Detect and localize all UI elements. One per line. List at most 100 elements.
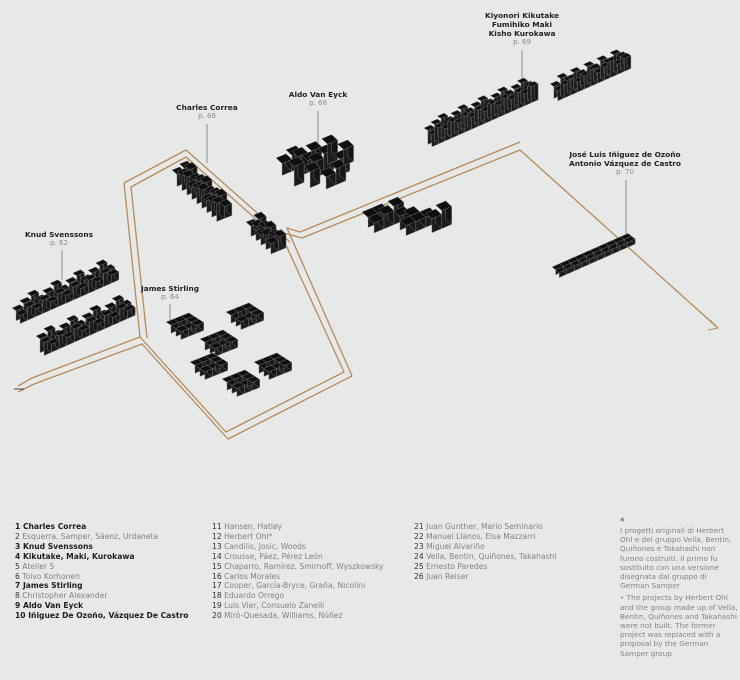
- legend-number: 17: [212, 581, 222, 591]
- legend-number: 25: [414, 561, 424, 571]
- footnote-english: • The projects by Herbert Ohl and the gr…: [620, 593, 738, 658]
- block-top: [287, 156, 305, 167]
- block-top: [218, 198, 233, 207]
- block-top: [436, 112, 449, 119]
- legend-text: Toivo Korhonen: [19, 571, 80, 581]
- block-top: [106, 268, 120, 276]
- legend-number: 18: [212, 591, 222, 601]
- legend-text: Kikutake, Maki, Kurokawa: [20, 551, 135, 561]
- legend-number: 10: [15, 611, 26, 621]
- legend-text: Juan Gunther, Mario Seminario: [423, 522, 543, 531]
- legend-text: Hansen, Hatløy: [221, 522, 283, 531]
- legend-text: Aldo Van Eyck: [20, 601, 84, 611]
- legend-number: 20: [212, 611, 222, 621]
- block-top: [387, 196, 405, 207]
- label-name-line: Aldo Van Eyck: [288, 90, 348, 99]
- block-top: [456, 104, 469, 110]
- block-top: [72, 269, 85, 277]
- legend-number: 12: [212, 531, 222, 541]
- block-top: [39, 336, 52, 343]
- legend-number: 15: [212, 561, 222, 571]
- label-name-line: Charles Correa: [176, 103, 238, 112]
- block-top: [84, 274, 97, 281]
- block-top: [26, 289, 40, 297]
- legend-number: 13: [212, 541, 222, 551]
- label-page-ref: p. 62: [50, 239, 68, 247]
- block-top: [184, 162, 198, 170]
- legend-number: 23: [414, 541, 424, 551]
- legend-item: 22 Manuel Llanos, Elsa Mazzarri: [414, 532, 556, 542]
- block-top: [253, 211, 267, 220]
- label-page-ref: p. 66: [198, 112, 216, 120]
- building-group-van-eyck-2: [361, 196, 452, 236]
- legend-item: 2 Esquerra, Samper, Sáenz, Urdaneta: [15, 532, 188, 542]
- legend-text: Carlos Morales: [221, 571, 281, 581]
- legend-text: Esquerra, Samper, Sáenz, Urdaneta: [19, 531, 159, 541]
- block-top: [115, 302, 128, 310]
- legend-item: 6 Toivo Korhonen: [15, 572, 188, 582]
- block-top: [99, 267, 112, 274]
- label-name-line: Kiyonori Kikutake: [485, 11, 559, 20]
- legend-text: Knud Svenssons: [20, 541, 93, 551]
- block-top: [435, 200, 452, 211]
- block-top: [123, 304, 136, 311]
- building-group-correa-2: [245, 211, 287, 255]
- block-top: [596, 55, 608, 62]
- building-group-svenssons: [11, 259, 120, 324]
- legend-number: 3: [15, 541, 21, 551]
- legend-number: 16: [212, 571, 222, 581]
- label-page-ref: p. 69: [513, 38, 531, 46]
- building-stirling-2: [199, 329, 239, 357]
- legend-number: 5: [15, 561, 20, 571]
- block-top: [111, 294, 124, 302]
- legend-text: James Stirling: [20, 581, 83, 591]
- legend-item: 19 Luis Vier, Consuelo Zanelli: [212, 601, 384, 611]
- legend-item: 8 Christopher Alexander: [15, 591, 188, 601]
- legend-text: Herbert Ohl*: [221, 531, 273, 541]
- block-top: [100, 309, 113, 316]
- legend-text: Cooper, García-Bryce, Graña, Nicolini: [221, 581, 366, 591]
- legend-text: Charles Correa: [20, 522, 87, 531]
- label-page-ref: p. 64: [161, 293, 179, 301]
- block-top: [85, 316, 98, 323]
- label-page-ref: p. 68: [309, 99, 327, 107]
- legend-text: Miró-Quesada, Williams, Núñez: [221, 611, 343, 621]
- building-stirling-5: [221, 369, 261, 397]
- block-top: [54, 329, 68, 337]
- block-top: [250, 309, 265, 316]
- block-top: [337, 139, 354, 150]
- legend-item: 26 Juan Reiser: [414, 572, 556, 582]
- block-top: [66, 315, 79, 322]
- legend-number: 4: [15, 551, 21, 561]
- legend-text: Eduardo Orrego: [221, 591, 285, 601]
- building-group-correa: [171, 160, 233, 222]
- block-top: [199, 175, 213, 184]
- building-group-van-eyck: [275, 134, 354, 190]
- legend-item: 7 James Stirling: [15, 581, 188, 591]
- legend-number: 9: [15, 601, 21, 611]
- legend-item: 16 Carlos Morales: [212, 572, 384, 582]
- block-top: [263, 220, 277, 229]
- block-top: [68, 280, 82, 288]
- building-stirling-6: [253, 352, 293, 380]
- building-stirling-4: [189, 352, 229, 380]
- legend-text: Juan Reiser: [423, 571, 469, 581]
- footnote: * I progetti originali di Herbert Ohl e …: [620, 518, 738, 661]
- legend-item: 10 Iñiguez De Ozoño, Vázquez De Castro: [15, 611, 188, 621]
- block-top: [623, 235, 636, 243]
- legend-item: 3 Knud Svenssons: [15, 542, 188, 552]
- legend-number: 11: [212, 522, 222, 531]
- block-top: [609, 49, 621, 56]
- label-page-ref: p. 70: [616, 168, 634, 176]
- legend-item: 20 Miró-Quesada, Williams, Núñez: [212, 611, 384, 621]
- legend-item: 12 Herbert Ohl*: [212, 532, 384, 542]
- legend-item: 15 Chaparro, Ramírez, Smirnoff, Wyszkows…: [212, 562, 384, 572]
- legend-text: Crousse, Páez, Pérez León: [221, 551, 323, 561]
- legend-number: 6: [15, 571, 20, 581]
